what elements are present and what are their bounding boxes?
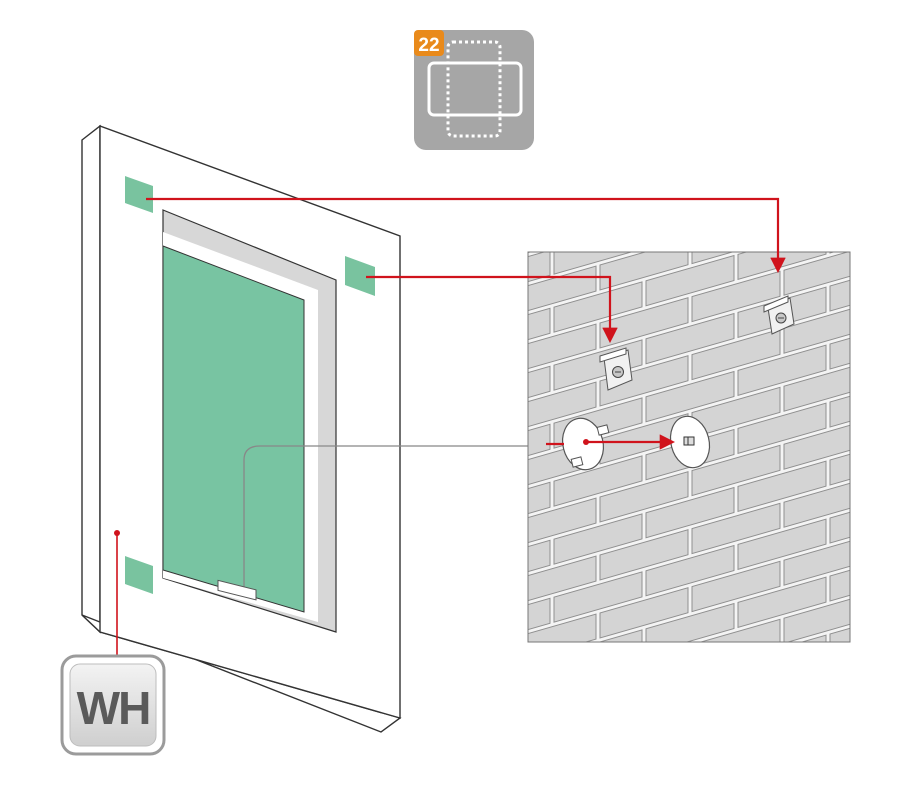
pad-top-left	[125, 176, 153, 213]
wall-hook-icon	[599, 347, 633, 391]
arrow-top-right-pad	[366, 275, 618, 344]
brick-wall	[527, 251, 851, 643]
mirror-glass	[162, 245, 305, 613]
step-badge-bg	[414, 30, 534, 150]
frame-side	[81, 124, 101, 634]
mounting-disc-icon	[562, 417, 610, 471]
wh-badge-inner	[69, 663, 157, 747]
disc-center-dot	[583, 439, 589, 445]
step-number-bg	[414, 30, 444, 56]
frame-outline-icon	[427, 40, 523, 138]
wall-hook-icon	[763, 295, 795, 335]
callout-dot	[114, 530, 120, 536]
connector-arrows	[116, 197, 786, 660]
mounting-disc-icon	[669, 415, 711, 469]
step-badge: 22	[414, 30, 534, 150]
mirror-frame	[81, 124, 560, 733]
cable-outlet	[217, 579, 257, 601]
pad-bottom-left	[125, 556, 153, 594]
wh-code-icon: WH	[77, 682, 150, 734]
arrow-top-left-pad	[146, 197, 786, 274]
brick-wall-border	[527, 251, 851, 643]
step-number: 22	[418, 35, 439, 56]
pad-top-right	[345, 256, 375, 296]
wh-code-badge: WH	[60, 654, 166, 756]
power-cable	[243, 445, 560, 590]
